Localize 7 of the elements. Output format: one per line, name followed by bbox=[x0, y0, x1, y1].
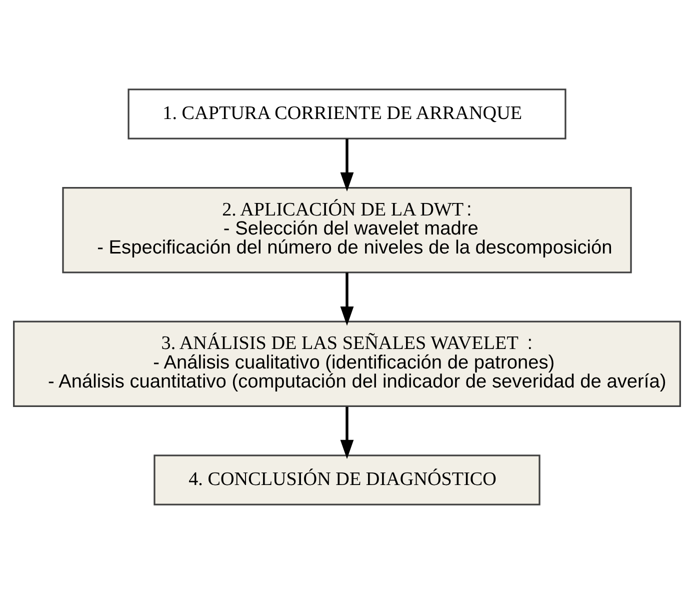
node-box: 2. APLICACIÓN DE LA DWT: - Selección del wavelet madre - Especificación del número de niveles de la descomposición bbox=[62, 186, 632, 274]
arrow bbox=[340, 272, 354, 326]
node-box: 4. CONCLUSIÓN DE DIAGNÓSTICO bbox=[154, 454, 540, 506]
arrow bbox=[340, 406, 354, 459]
node-box: 1. CAPTURA CORRIENTE DE ARRANQUE bbox=[128, 88, 566, 140]
arrow bbox=[340, 138, 354, 192]
node-box: 3. ANÁLISIS DE LAS SEÑALES WAVELET: - Análisis cualitativo (identificación de patrones) - Análisis cuantitativo (computación del indicador de severidad de avería) bbox=[13, 320, 681, 408]
